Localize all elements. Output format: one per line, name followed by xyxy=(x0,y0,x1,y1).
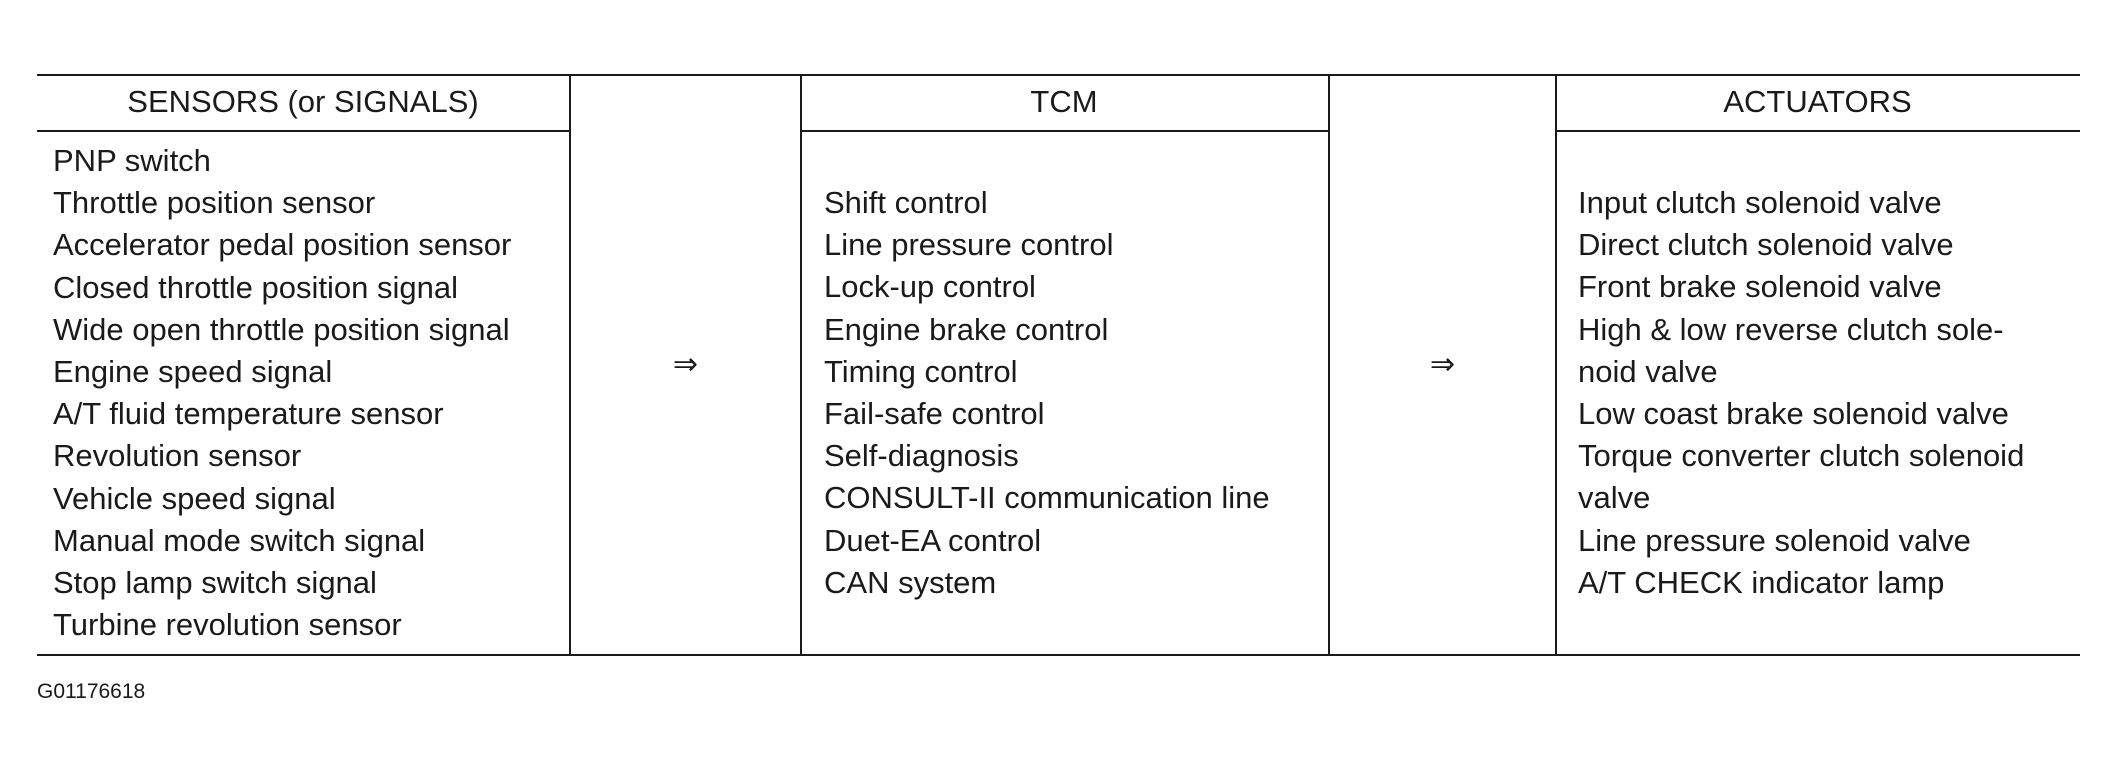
sensors-list: PNP switch Throttle position sensor Acce… xyxy=(53,140,511,646)
actuators-header-rule xyxy=(1555,130,2080,132)
divider-actuators-left xyxy=(1555,74,1557,656)
sensors-header-rule xyxy=(37,130,569,132)
top-rule xyxy=(37,74,2080,76)
divider-tcm-left xyxy=(800,74,802,656)
list-item: Line pressure solenoid valve xyxy=(1578,522,1971,558)
list-item: Shift control xyxy=(824,185,988,220)
list-item: Revolution sensor xyxy=(53,438,302,474)
list-item: Wide open throttle position signal xyxy=(53,311,510,347)
right-double-arrow-icon: ⇒ xyxy=(1429,347,1456,382)
list-item: High & low reverse clutch sole- xyxy=(1578,311,2004,347)
list-item: Duet-EA control xyxy=(824,522,1042,558)
list-item: A/T CHECK indicator lamp xyxy=(1578,564,1945,600)
list-item: Input clutch solenoid valve xyxy=(1578,185,1942,220)
list-item: Self-diagnosis xyxy=(824,438,1019,474)
list-item: noid valve xyxy=(1578,353,1718,389)
list-item: Fail-safe control xyxy=(824,396,1045,432)
divider-sensors-right xyxy=(569,74,571,656)
list-item: Torque converter clutch solenoid xyxy=(1578,438,2025,474)
list-item: A/T fluid temperature sensor xyxy=(53,396,444,432)
right-double-arrow-icon: ⇒ xyxy=(672,347,699,382)
list-item: CAN system xyxy=(824,564,997,600)
list-item: Turbine revolution sensor xyxy=(53,607,402,643)
actuators-header: ACTUATORS xyxy=(1723,84,1912,119)
divider-tcm-right xyxy=(1328,74,1330,656)
list-item: Engine brake control xyxy=(824,311,1109,347)
tcm-io-diagram: SENSORS (or SIGNALS) PNP switch Throttle… xyxy=(37,74,2080,656)
list-item: CONSULT-II communication line xyxy=(824,480,1270,516)
list-item: Vehicle speed signal xyxy=(53,480,336,516)
list-item: Throttle position sensor xyxy=(53,185,376,221)
list-item: PNP switch xyxy=(53,143,211,178)
figure-id: G01176618 xyxy=(37,680,146,703)
list-item: valve xyxy=(1578,480,1651,516)
bottom-rule xyxy=(37,654,2080,656)
list-item: Engine speed signal xyxy=(53,354,333,390)
list-item: Stop lamp switch signal xyxy=(53,565,377,601)
sensors-header: SENSORS (or SIGNALS) xyxy=(127,84,479,119)
list-item: Line pressure control xyxy=(824,227,1114,263)
list-item: Closed throttle position signal xyxy=(53,269,458,305)
tcm-header: TCM xyxy=(1030,84,1098,119)
list-item: Timing control xyxy=(824,353,1018,389)
list-item: Lock-up control xyxy=(824,269,1036,305)
list-item: Front brake solenoid valve xyxy=(1578,269,1942,305)
actuators-list: Input clutch solenoid valve Direct clutc… xyxy=(1578,182,2024,604)
list-item: Low coast brake solenoid valve xyxy=(1578,396,2009,432)
list-item: Direct clutch solenoid valve xyxy=(1578,227,1954,263)
tcm-header-rule xyxy=(800,130,1328,132)
tcm-list: Shift control Line pressure control Lock… xyxy=(824,182,1270,604)
list-item: Accelerator pedal position sensor xyxy=(53,227,512,263)
list-item: Manual mode switch signal xyxy=(53,522,426,558)
